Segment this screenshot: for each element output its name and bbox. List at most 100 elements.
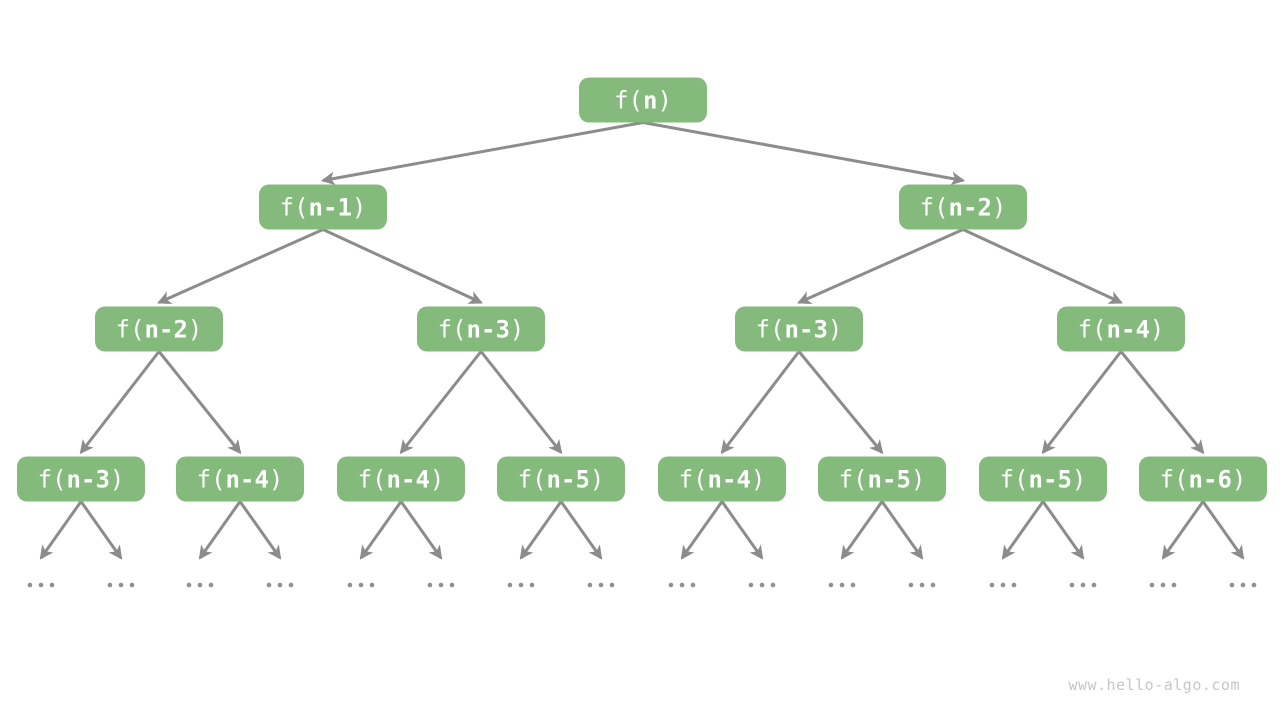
tree-node: f(n-2) [899,184,1027,230]
ellipsis-dot [1069,582,1075,588]
ellipsis-dot [748,582,754,588]
tree-edge-arrow [320,121,644,186]
node-label-arg: n-5 [1028,465,1072,493]
tree-edge-arrow [559,500,603,560]
ellipsis-dot [598,582,604,588]
ellipsis-dot [1160,582,1166,588]
node-label-arg: n-2 [144,315,188,343]
tree-edge-arrow [1161,500,1205,560]
ellipsis-dot [989,582,995,588]
node-label-arg: n-3 [466,315,510,343]
tree-node: f(n) [579,77,707,123]
ellipsis-dot [1240,582,1246,588]
node-label-arg: n-4 [386,465,430,493]
node-label-suffix: ) [109,465,125,493]
tree-node: f(n-4) [176,456,304,502]
tree-edge-arrow [720,500,764,560]
tree-node: f(n-6) [1139,456,1267,502]
node-label-prefix: f( [196,465,226,493]
ellipsis-dot [186,582,192,588]
tree-edge-arrow [198,500,242,560]
node-label-prefix: f( [614,86,643,114]
node-label-suffix: ) [750,465,766,493]
node-label-prefix: f( [678,465,708,493]
tree-edge-arrow [79,500,123,560]
ellipsis-dot [839,582,845,588]
tree-edge-arrow [642,121,966,186]
node-label-prefix: f( [279,193,309,221]
ellipsis-dots [27,582,1257,588]
ellipsis-dot [1080,582,1086,588]
ellipsis-dot [369,582,375,588]
node-label-suffix: ) [351,193,367,221]
ellipsis-dot [609,582,615,588]
ellipsis-dot [358,582,364,588]
ellipsis-dot [347,582,353,588]
tree-node: f(n-5) [818,456,946,502]
ellipsis-dot [107,582,113,588]
ellipsis-dot [449,582,455,588]
node-label-prefix: f( [437,315,467,343]
node-label-suffix: ) [589,465,605,493]
tree-edge-arrow [79,350,161,455]
ellipsis-dot [49,582,55,588]
ellipsis-dot [759,582,765,588]
ellipsis-dot [518,582,524,588]
ellipsis-dot [1251,582,1257,588]
node-label-prefix: f( [919,193,949,221]
ellipsis-dot [118,582,124,588]
node-label-suffix: ) [657,86,672,114]
ellipsis-dot [930,582,936,588]
tree-edge-arrow [797,228,964,305]
node-label-arg: n-3 [66,465,110,493]
tree-node: f(n-3) [735,306,863,352]
tree-edge-arrow [680,500,724,560]
tree-node: f(n-4) [1057,306,1185,352]
ellipsis-dot [208,582,214,588]
tree-edge-arrow [399,500,443,560]
node-label-prefix: f( [357,465,387,493]
node-label-prefix: f( [1159,465,1189,493]
node-label-arg: n [643,86,658,114]
node-label-suffix: ) [1231,465,1247,493]
ellipsis-dot [1171,582,1177,588]
node-label-arg: n-4 [225,465,269,493]
tree-edge-arrow [840,500,884,560]
tree-edge-arrow [157,228,324,305]
ellipsis-dot [427,582,433,588]
tree-edge-arrow [1041,500,1085,560]
tree-edge-arrow [238,500,282,560]
tree-edge-arrow [359,500,403,560]
watermark: www.hello-algo.com [1068,676,1240,694]
node-label-prefix: f( [755,315,785,343]
ellipsis-dot [197,582,203,588]
node-label-prefix: f( [37,465,67,493]
ellipsis-dot [277,582,283,588]
ellipsis-dot [770,582,776,588]
ellipsis-dot [828,582,834,588]
ellipsis-dot [27,582,33,588]
ellipsis-dot [529,582,535,588]
node-label-prefix: f( [999,465,1029,493]
node-label-arg: n-1 [308,193,352,221]
node-label-suffix: ) [910,465,926,493]
node-label-suffix: ) [1149,315,1165,343]
node-label-suffix: ) [268,465,284,493]
node-label-suffix: ) [509,315,525,343]
tree-edge-arrow [797,350,884,455]
tree-node: f(n-3) [417,306,545,352]
tree-node: f(n-5) [497,456,625,502]
ellipsis-dot [1011,582,1017,588]
tree-node: f(n-1) [259,184,387,230]
tree-edge-arrow [519,500,563,560]
tree-edge-arrow [720,350,801,455]
ellipsis-dot [679,582,685,588]
node-label-suffix: ) [187,315,203,343]
tree-edge-arrow [962,228,1123,304]
ellipsis-dot [668,582,674,588]
node-label-arg: n-5 [546,465,590,493]
node-label-prefix: f( [517,465,547,493]
tree-edge-arrow [1119,350,1205,455]
tree-node: f(n-4) [658,456,786,502]
tree-node: f(n-5) [979,456,1107,502]
